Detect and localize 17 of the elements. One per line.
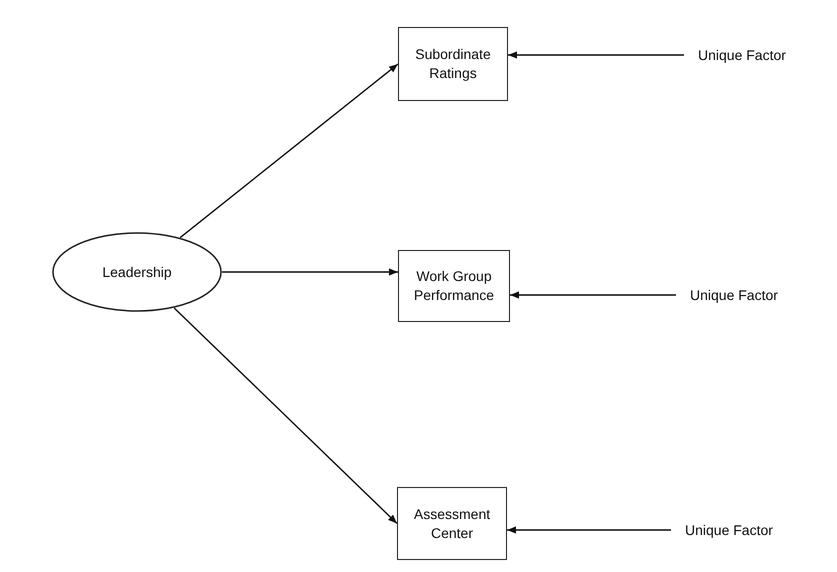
process-box <box>397 487 507 560</box>
node-text: Leadership <box>102 262 172 282</box>
arrow <box>507 526 671 534</box>
node-text: Work Group Performance <box>412 267 496 305</box>
node-text: Assessment Center <box>412 504 492 542</box>
factor-label: Unique Factor <box>685 519 824 541</box>
factor-label: Unique Factor <box>690 284 829 306</box>
arrow <box>180 63 398 238</box>
process-box <box>398 27 508 101</box>
node-text: Subordinate Ratings <box>414 45 492 83</box>
ellipse-node <box>52 232 222 312</box>
arrow <box>174 307 398 524</box>
arrow <box>508 51 684 59</box>
process-box <box>398 250 510 322</box>
factor-label: Unique Factor <box>698 44 837 66</box>
arrow <box>510 291 676 299</box>
arrow <box>222 268 398 276</box>
